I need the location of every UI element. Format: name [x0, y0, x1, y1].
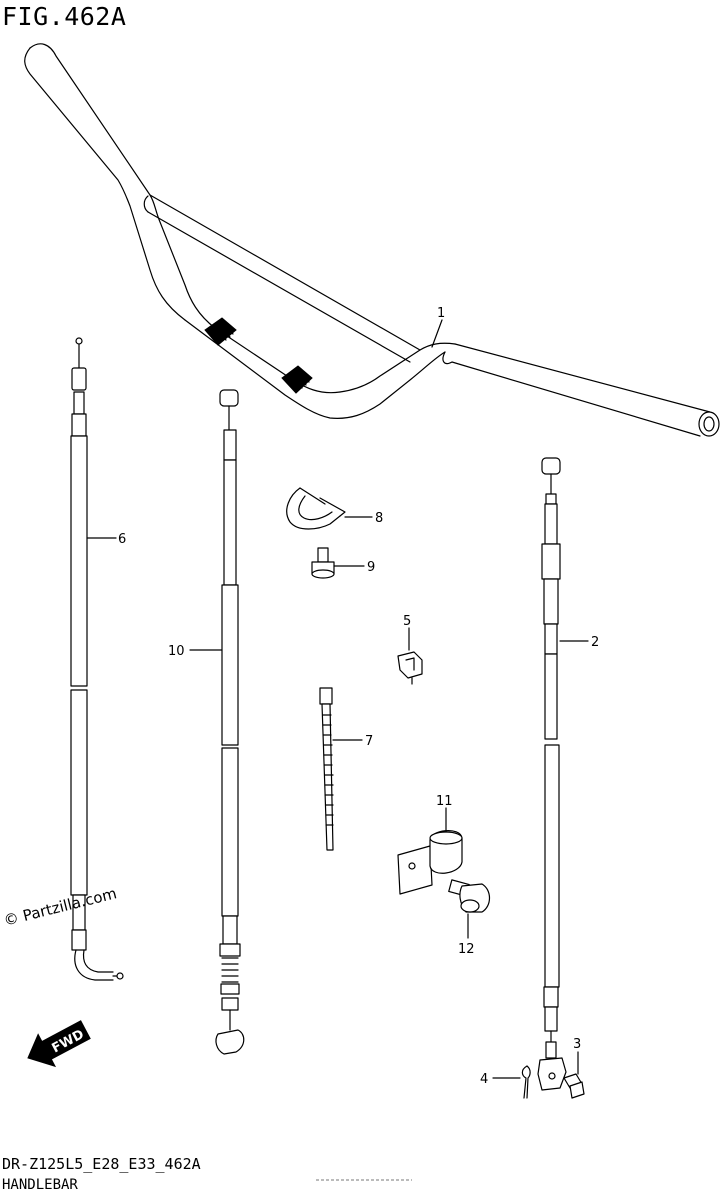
- cable-tie-part-7[interactable]: [319, 687, 334, 851]
- callout-10: 10: [168, 644, 185, 659]
- pin-part-3[interactable]: [563, 1073, 585, 1099]
- bolt-part-12[interactable]: [448, 879, 491, 913]
- callout-5: 5: [403, 614, 411, 629]
- model-code: DR-Z125L5_E28_E33_462A: [2, 1155, 201, 1173]
- handlebar-part[interactable]: [24, 43, 720, 437]
- figure-title: FIG.462A: [2, 2, 127, 31]
- cotter-pin-part-4[interactable]: [521, 1065, 531, 1099]
- callout-6: 6: [118, 532, 126, 547]
- bolt-part-9[interactable]: [311, 547, 335, 579]
- figure-caption: HANDLEBAR: [2, 1177, 78, 1193]
- cable-part-2[interactable]: [537, 457, 567, 1091]
- callout-1: 1: [437, 306, 445, 321]
- fwd-arrow-icon: FWD: [27, 1020, 91, 1068]
- clip-part-5[interactable]: [397, 651, 423, 685]
- callout-2: 2: [591, 635, 599, 650]
- callout-8: 8: [375, 511, 383, 526]
- callout-7: 7: [365, 734, 373, 749]
- callout-4: 4: [480, 1072, 488, 1087]
- cable-part-10[interactable]: [215, 389, 245, 1055]
- knurl-band-left: [204, 317, 237, 346]
- callout-12: 12: [458, 942, 475, 957]
- callout-11: 11: [436, 794, 453, 809]
- callout-9: 9: [367, 560, 375, 575]
- cable-part-6[interactable]: [70, 337, 124, 981]
- clamp-part-8[interactable]: [286, 487, 346, 530]
- callout-3: 3: [573, 1037, 581, 1052]
- knurl-band-right: [281, 365, 313, 394]
